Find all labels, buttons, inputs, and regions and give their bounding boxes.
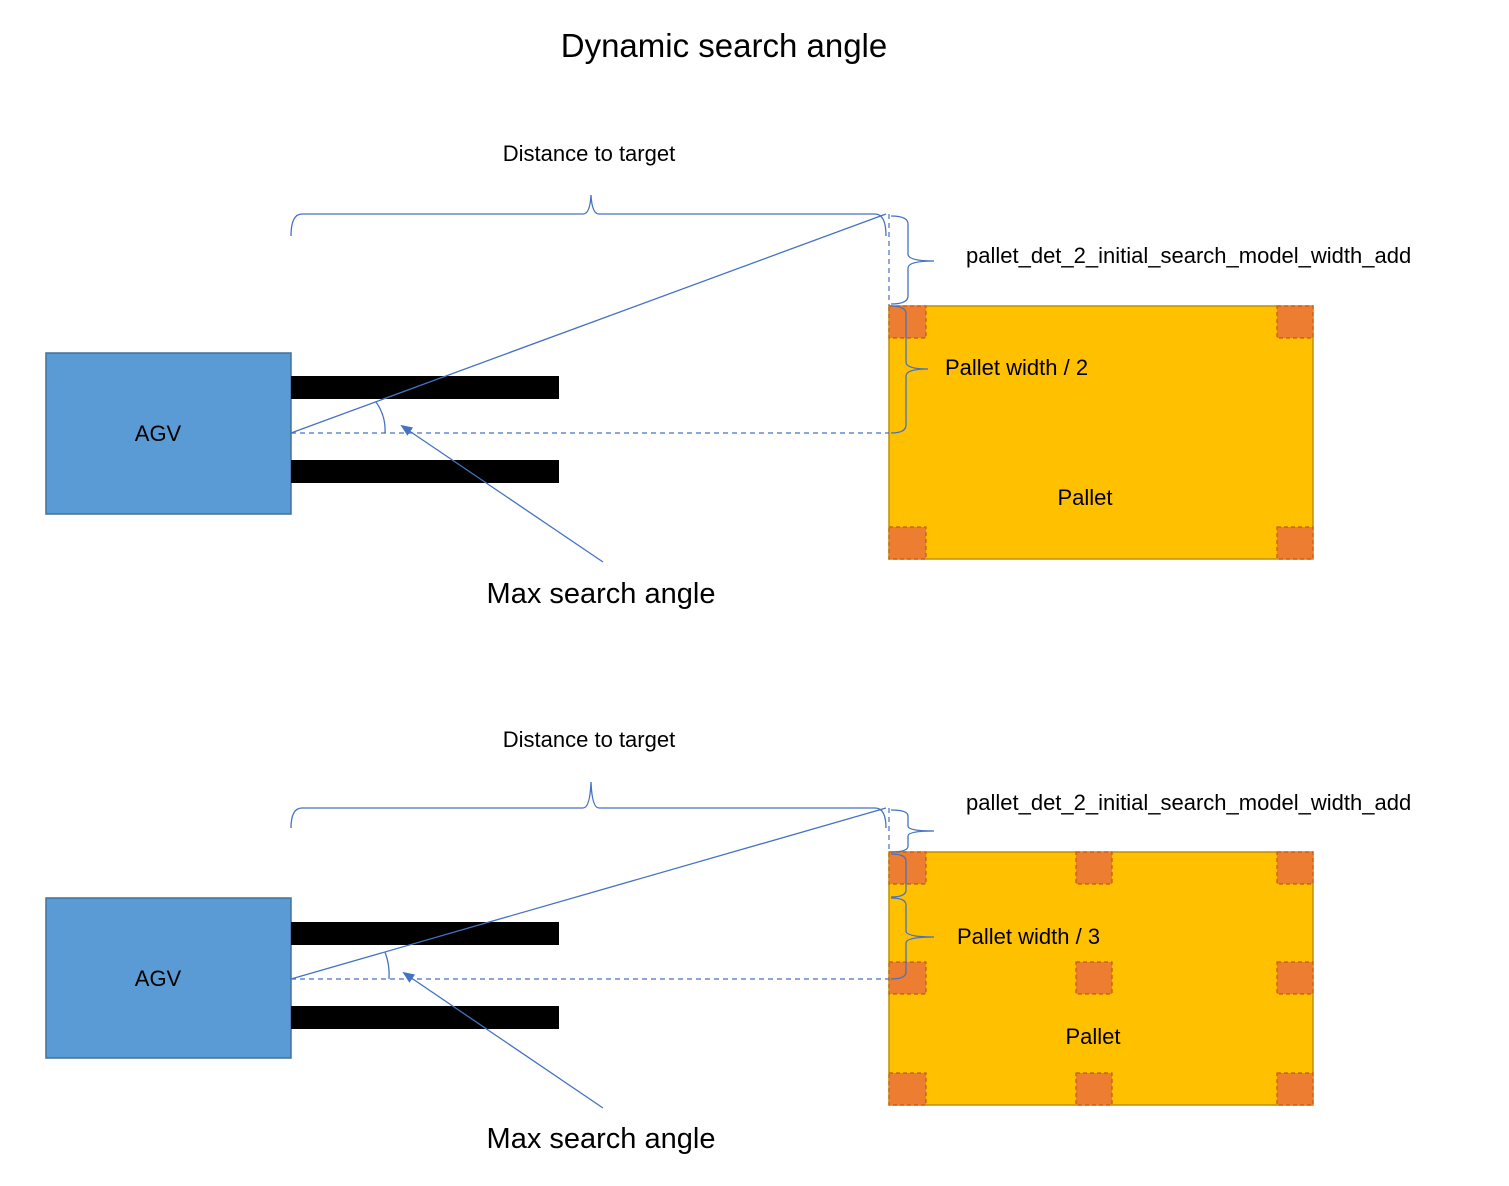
diagram-title: Dynamic search angle	[561, 27, 888, 64]
pallet-width-brace	[890, 897, 935, 980]
block-brace	[890, 853, 907, 898]
width-add-brace	[890, 215, 935, 305]
pallet-width-brace	[890, 305, 929, 434]
distance-brace	[290, 781, 887, 829]
fork-lower	[291, 460, 559, 483]
distance-label: Distance to target	[503, 141, 675, 166]
fork-upper	[291, 922, 559, 945]
pallet-label: Pallet	[1057, 485, 1112, 510]
pallet-block	[1276, 851, 1314, 885]
pallet-width-label: Pallet width / 2	[945, 355, 1088, 380]
pallet-block	[888, 1072, 927, 1106]
angle-arrow	[402, 971, 604, 1109]
pallet-block	[888, 961, 927, 995]
distance-brace	[290, 194, 887, 237]
pallet-block	[888, 851, 927, 885]
pallet-block	[1075, 961, 1113, 995]
distance-label: Distance to target	[503, 727, 675, 752]
pallet-block	[888, 305, 927, 339]
pallet-block	[1276, 961, 1314, 995]
pallet-label: Pallet	[1065, 1024, 1120, 1049]
search-line	[290, 213, 887, 434]
pallet-body	[888, 305, 1314, 560]
pallet-block	[1276, 526, 1314, 560]
diagram-top: Distance to target AGV Pallet pallet_det…	[45, 141, 1411, 610]
angle-arc	[384, 951, 390, 980]
pallet-block	[1276, 1072, 1314, 1106]
fork-lower	[291, 1006, 559, 1029]
angle-label: Max search angle	[487, 1123, 716, 1155]
angle-arrow	[400, 424, 604, 563]
pallet-block	[1276, 305, 1314, 339]
search-line	[290, 807, 887, 980]
pallet-block	[888, 526, 927, 560]
agv-label: AGV	[135, 966, 182, 991]
width-add-label: pallet_det_2_initial_search_model_width_…	[966, 243, 1411, 268]
diagram-bottom: Distance to target AGV Pallet pallet_det…	[45, 727, 1411, 1155]
pallet-width-label: Pallet width / 3	[957, 924, 1100, 949]
pallet-block	[1075, 1072, 1113, 1106]
pallet-block	[1075, 851, 1113, 885]
angle-arc	[375, 401, 386, 434]
angle-label: Max search angle	[487, 578, 716, 610]
agv-body	[45, 352, 292, 515]
agv-body	[45, 897, 292, 1059]
width-add-label: pallet_det_2_initial_search_model_width_…	[966, 790, 1411, 815]
agv-label: AGV	[135, 421, 182, 446]
width-add-brace	[890, 809, 935, 853]
fork-upper	[291, 376, 559, 399]
